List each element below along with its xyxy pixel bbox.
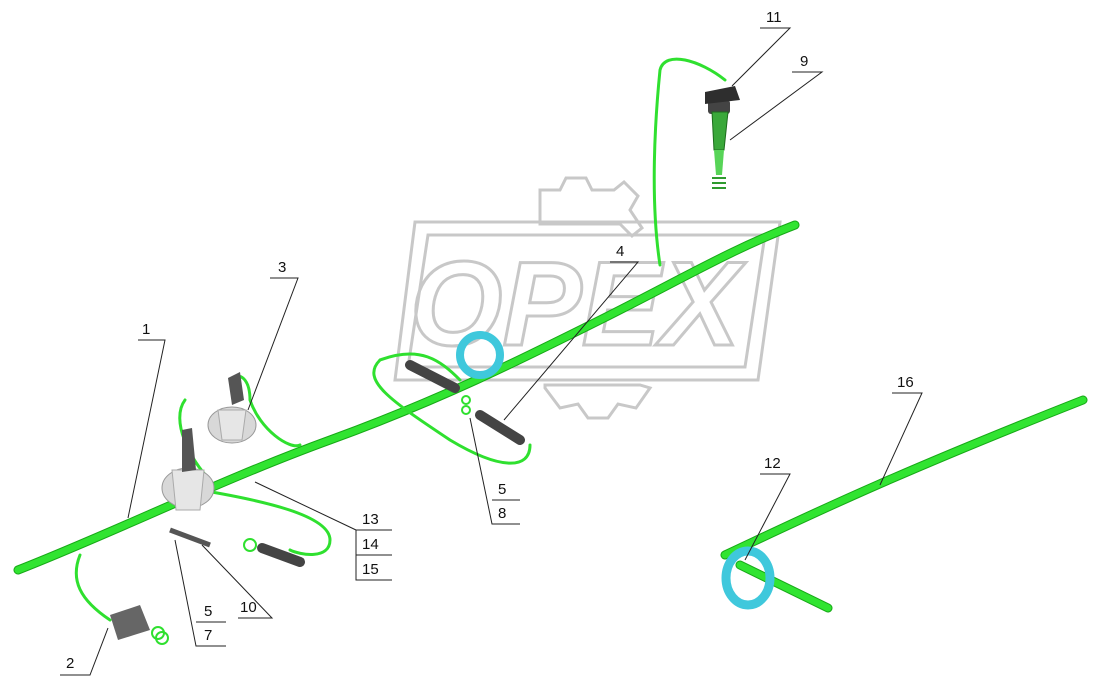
washer-12 [721,546,775,610]
svg-text:12: 12 [764,455,781,472]
watermark-logo: OPEX [393,176,782,420]
callout-12: 12 [744,455,791,561]
callout-3: 3 [247,259,299,411]
main-tube-1 [13,220,800,575]
svg-text:9: 9 [800,53,808,70]
callout-9: 9 [729,53,824,141]
svg-text:16: 16 [897,374,914,391]
callout-7: 7 [204,627,212,644]
svg-text:7: 7 [204,627,212,644]
callout-11: 11 [731,9,792,87]
connector-center [405,331,525,445]
callout-5b: 5 [174,539,226,647]
svg-text:14: 14 [362,536,379,553]
callout-13-15: 13 14 15 [254,481,392,581]
callout-8: 8 [498,505,506,522]
svg-text:15: 15 [362,561,379,578]
connector-13-15 [243,538,305,567]
sensor-9 [705,86,740,189]
svg-text:10: 10 [240,599,257,616]
svg-text:4: 4 [616,243,624,260]
sensor-cluster-left [161,372,257,548]
svg-text:11: 11 [766,9,782,26]
callout-5a: 5 [469,417,520,525]
callout-1: 1 [127,321,166,519]
callout-16: 16 [879,374,923,486]
callout-10: 10 [201,544,274,619]
svg-text:2: 2 [66,655,74,672]
callout-2: 2 [60,627,109,676]
callouts: 1 2 3 4 5 8 5 7 10 [60,9,923,676]
watermark-text: OPEX [410,237,747,371]
svg-text:3: 3 [278,259,286,276]
sensor-2 [110,605,169,645]
tube-16 [720,395,1088,613]
svg-text:8: 8 [498,505,506,522]
svg-text:5: 5 [498,481,506,498]
svg-text:5: 5 [204,603,212,620]
callout-4: 4 [503,243,640,421]
svg-text:1: 1 [142,321,150,338]
svg-text:13: 13 [362,511,379,528]
